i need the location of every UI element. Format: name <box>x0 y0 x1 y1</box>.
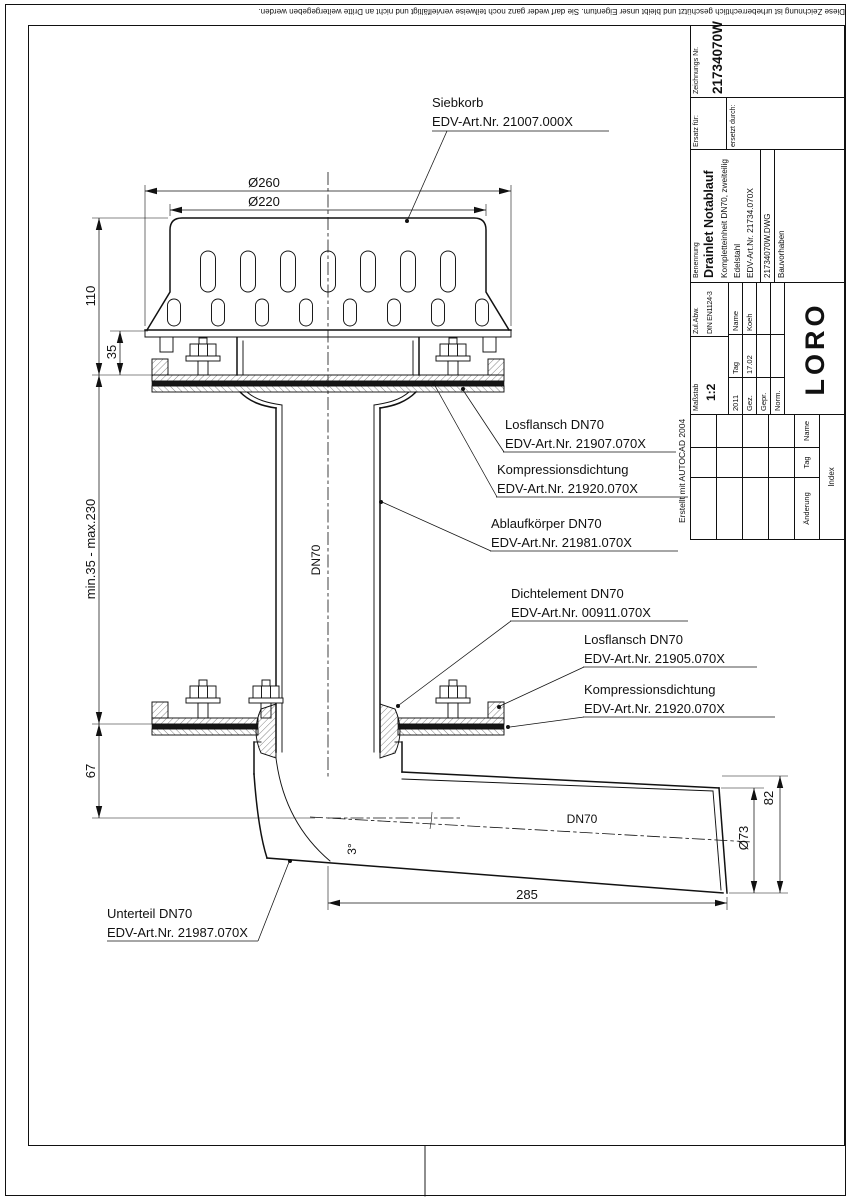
upper-bolt-left <box>185 337 221 376</box>
title-block: Änderung Tag Name Index Maßstab 1:2 Zul.… <box>690 21 845 540</box>
svg-text:Ablaufkörper DN70: Ablaufkörper DN70 <box>491 516 602 531</box>
norm-label: Norm. <box>771 377 785 414</box>
siebkorb-strainer <box>144 217 512 353</box>
revision-row <box>691 415 717 539</box>
name-label: Name <box>802 421 811 442</box>
revision-row <box>717 415 743 539</box>
ersetzt-durch-cell: ersetzt durch: <box>730 104 737 147</box>
svg-text:Siebkorb: Siebkorb <box>432 95 483 110</box>
svg-text:Dichtelement DN70: Dichtelement DN70 <box>511 586 624 601</box>
part-name: Drainlet Notablauf <box>702 170 716 278</box>
dim-d220: Ø220 <box>248 194 280 209</box>
dim-82: 82 <box>761 791 776 805</box>
gepr-label: Gepr. <box>757 377 771 414</box>
label-unterteil: Unterteil DN70 EDV-Art.Nr. 21987.070X <box>107 859 292 942</box>
lower-bolt-right <box>435 679 471 719</box>
svg-text:EDV-Art.Nr. 21920.070X: EDV-Art.Nr. 21920.070X <box>497 481 638 496</box>
signature-table: 2011 Tag Name Gez. 17.02 Koeh Gepr. Norm… <box>729 282 785 414</box>
part-desc-2: Edelstahl <box>732 243 742 278</box>
gez-label: Gez. <box>743 377 757 414</box>
label-losflansch-oben: Losflansch DN70 EDV-Art.Nr. 21907.070X <box>461 387 676 453</box>
dim-110: 110 <box>83 286 98 307</box>
zulabw-value: DIN EN1124-3 <box>705 291 714 334</box>
svg-text:Kompressionsdichtung: Kompressionsdichtung <box>584 682 716 697</box>
zeichnungs-nr-block: Zeichnungs Nr. 21734070W <box>691 21 844 97</box>
drawing-frame <box>28 25 845 1146</box>
lower-flange-assembly <box>151 679 505 759</box>
index-label: Index <box>827 467 836 487</box>
zeichnungs-nr-value: 21734070W <box>710 21 725 94</box>
svg-text:EDV-Art.Nr. 21920.070X: EDV-Art.Nr. 21920.070X <box>584 701 725 716</box>
tag-header: Tag <box>729 334 743 377</box>
stamp-block: Maßstab 1:2 Zul.Abw. DIN EN1124-3 2011 T… <box>691 282 844 414</box>
massstab-value: 1:2 <box>704 383 718 401</box>
aenderung-label: Änderung <box>795 477 819 539</box>
gepr-date-empty <box>757 334 771 377</box>
sheet-outer-border <box>5 4 846 1196</box>
dim-67: 67 <box>83 764 98 778</box>
label-siebkorb: Siebkorb EDV-Art.Nr. 21007.000X <box>405 95 609 223</box>
dim-35: 35 <box>104 345 119 359</box>
ersatz-fuer-cell: Ersatz für: <box>691 98 727 149</box>
tag-label: Tag <box>795 447 819 477</box>
part-labels: Siebkorb EDV-Art.Nr. 21007.000X Losflans… <box>107 95 775 942</box>
bauvorhaben-label: Bauvorhaben <box>774 150 788 282</box>
upper-bolt-right <box>435 337 471 376</box>
svg-text:EDV-Art.Nr. 21907.070X: EDV-Art.Nr. 21907.070X <box>505 436 646 451</box>
label-dichtelement: Dichtelement DN70 EDV-Art.Nr. 00911.070X <box>396 586 688 708</box>
massstab-label: Maßstab <box>693 383 700 411</box>
name-header: Name <box>729 282 743 334</box>
benennung-label: Benennung <box>693 242 700 278</box>
revision-header: Änderung Tag Name <box>795 415 820 539</box>
part-desc-1: Kompletteinheit DN70, zweiteilig <box>719 159 729 278</box>
angle-3deg-label: 3° <box>345 843 359 855</box>
svg-text:EDV-Art.Nr. 21987.070X: EDV-Art.Nr. 21987.070X <box>107 925 248 940</box>
dim-285: 285 <box>516 887 538 902</box>
svg-text:Kompressionsdichtung: Kompressionsdichtung <box>497 462 629 477</box>
siebkorb-slots-upper <box>200 250 456 293</box>
dimensions: Ø260 Ø220 110 35 min.35 - max.230 67 <box>83 175 788 910</box>
zeichnungs-nr-label: Zeichnungs Nr. <box>693 46 700 94</box>
svg-text:EDV-Art.Nr. 00911.070X: EDV-Art.Nr. 00911.070X <box>511 605 651 620</box>
dwg-filename: 21734070W.DWG <box>760 150 774 282</box>
zulabw-cell: Zul.Abw. DIN EN1124-3 <box>691 283 728 336</box>
svg-text:Losflansch DN70: Losflansch DN70 <box>505 417 604 432</box>
dn70-pipe-label: DN70 <box>309 544 323 575</box>
svg-text:EDV-Art.Nr. 21007.000X: EDV-Art.Nr. 21007.000X <box>432 114 573 129</box>
massstab-cell: Maßstab 1:2 <box>691 336 728 414</box>
benennung-block: Benennung Drainlet Notablauf Komplettein… <box>691 149 844 282</box>
svg-text:EDV-Art.Nr. 21905.070X: EDV-Art.Nr. 21905.070X <box>584 651 725 666</box>
svg-text:EDV-Art.Nr. 21981.070X: EDV-Art.Nr. 21981.070X <box>491 535 632 550</box>
ersatz-block: Ersatz für: ersetzt durch: <box>691 97 844 149</box>
dim-d73: Ø73 <box>736 826 751 851</box>
gez-date: 17.02 <box>743 334 757 377</box>
revision-table: Änderung Tag Name Index <box>691 414 844 539</box>
svg-text:Unterteil DN70: Unterteil DN70 <box>107 906 192 921</box>
svg-text:Losflansch DN70: Losflansch DN70 <box>584 632 683 647</box>
norm-date-empty <box>771 334 785 377</box>
siebkorb-slots-lower <box>167 298 489 327</box>
label-kompressionsdichtung-oben: Kompressionsdichtung EDV-Art.Nr. 21920.0… <box>432 382 688 498</box>
loro-logo: LORO <box>799 301 830 396</box>
revision-row <box>743 415 769 539</box>
gez-name: Koeh <box>743 282 757 334</box>
dim-min-max: min.35 - max.230 <box>83 499 98 599</box>
dn70-outlet-label: DN70 <box>567 812 598 826</box>
lower-bolt-left <box>185 679 221 719</box>
part-desc-3: EDV-Art.Nr. 21734.070X <box>745 188 755 278</box>
dim-d260: Ø260 <box>248 175 280 190</box>
revision-row <box>769 415 795 539</box>
dichtelement-left <box>255 703 277 759</box>
dichtelement-right <box>379 703 401 759</box>
norm-name-empty <box>771 282 785 334</box>
label-losflansch-unten: Losflansch DN70 EDV-Art.Nr. 21905.070X <box>497 632 757 709</box>
label-kompressionsdichtung-unten: Kompressionsdichtung EDV-Art.Nr. 21920.0… <box>506 682 775 729</box>
zulabw-label: Zul.Abw. <box>693 307 700 334</box>
unterteil-outlet: 3° DN70 <box>253 741 753 894</box>
upper-flange-assembly <box>151 337 505 409</box>
gepr-name-empty <box>757 282 771 334</box>
year-cell: 2011 <box>729 377 743 414</box>
label-ablaufkoerper: Ablaufkörper DN70 EDV-Art.Nr. 21981.070X <box>379 500 678 552</box>
